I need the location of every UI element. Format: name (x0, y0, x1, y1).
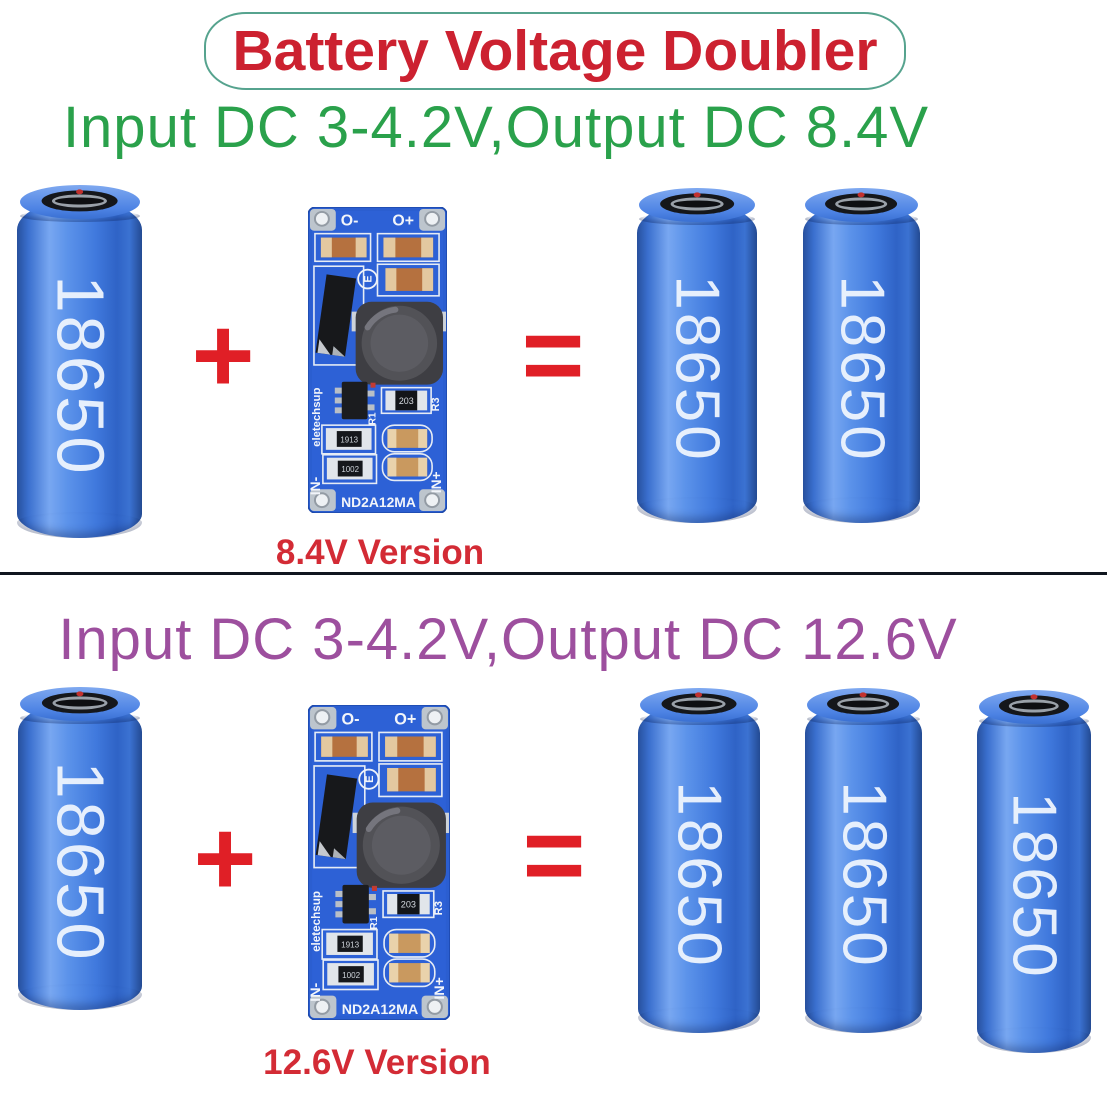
battery-illustration: 18650 (977, 690, 1091, 1053)
plus-operator: + (191, 294, 255, 415)
battery-illustration: 18650 (18, 687, 142, 1010)
battery-vent-dot (857, 192, 865, 198)
smd-capacitors (320, 237, 434, 477)
battery-vent-dot (859, 692, 867, 698)
smd-capacitors (321, 736, 436, 983)
pad-label-out-neg: O- (341, 710, 359, 728)
battery-top-cap (979, 690, 1089, 724)
pad-label-out-pos: O+ (392, 213, 414, 230)
battery-illustration: 18650 (805, 688, 922, 1033)
r3-chip-marking: 203 (401, 900, 416, 910)
battery-vent-dot (75, 189, 83, 195)
logo-mark: E (363, 275, 375, 282)
title-box: Battery Voltage Doubler (204, 12, 906, 90)
inductor (352, 802, 449, 888)
resistor-b (326, 457, 373, 480)
battery-top-cap (805, 188, 918, 222)
battery-vent-dot (693, 192, 701, 198)
voltage-doubler-module: O- O+ E (308, 705, 450, 1020)
diode (315, 774, 358, 860)
model-text: ND2A12MA (342, 1002, 418, 1018)
ref-label-r1: R1 (369, 916, 380, 929)
battery-body: 18650 (17, 200, 142, 538)
resistor-a (325, 428, 372, 450)
mount-pads (309, 208, 446, 512)
battery-label: 18650 (42, 761, 118, 963)
module-pcb: O- O+ E (308, 207, 447, 513)
resistor-b (327, 963, 374, 986)
logo-circle (357, 268, 378, 290)
battery-body: 18650 (637, 203, 757, 523)
page-title: Battery Voltage Doubler (232, 19, 878, 83)
voltage-doubler-module: O- O+ E (308, 207, 447, 513)
brand-text: eletechsup (311, 388, 323, 447)
battery-label: 18650 (999, 792, 1069, 980)
battery-illustration: 18650 (637, 188, 757, 523)
plus-operator: + (193, 797, 257, 918)
battery-illustration: 18650 (17, 185, 142, 538)
battery-body: 18650 (805, 703, 922, 1033)
resistor-b-marking: 1002 (342, 971, 361, 980)
logo-mark: E (364, 775, 376, 782)
battery-body: 18650 (638, 703, 760, 1033)
battery-label: 18650 (829, 780, 898, 969)
section1-subtitle: Input DC 3-4.2V,Output DC 8.4V (62, 95, 930, 160)
model-text: ND2A12MA (341, 494, 416, 510)
battery-label: 18650 (662, 275, 732, 464)
pad-label-out-neg: O- (341, 213, 359, 230)
chip-resistor-r3 (387, 894, 430, 915)
section-divider (0, 572, 1107, 575)
battery-vent-dot (1030, 694, 1038, 700)
r3-chip-marking: 203 (399, 396, 414, 406)
pad-label-in-pos: IN+ (428, 471, 444, 493)
pad-label-out-pos: O+ (394, 710, 416, 728)
diode (315, 274, 357, 357)
resistor-a (326, 932, 373, 955)
battery-vent-dot (695, 692, 703, 698)
regulator-ic (334, 381, 376, 420)
brand-text: eletechsup (310, 891, 323, 952)
pad-label-in-neg: IN- (308, 982, 324, 1001)
pad-label-in-neg: IN- (308, 476, 323, 495)
battery-label: 18650 (664, 780, 734, 969)
equals-operator: = (521, 294, 585, 415)
battery-top-cap (20, 687, 140, 721)
battery-body: 18650 (803, 203, 920, 523)
battery-body: 18650 (977, 705, 1091, 1053)
battery-top-cap (807, 688, 920, 722)
regulator-ic (335, 884, 377, 924)
battery-body: 18650 (18, 702, 142, 1010)
module-pcb: O- O+ E (308, 705, 450, 1020)
resistor-b-marking: 1002 (341, 465, 359, 474)
ref-label-r1: R1 (367, 412, 378, 425)
battery-vent-dot (76, 691, 84, 697)
ref-label-r3: R3 (433, 901, 445, 915)
battery-label: 18650 (827, 275, 896, 464)
section2-caption: 12.6V Version (263, 1043, 491, 1082)
inductor (351, 301, 447, 385)
battery-illustration: 18650 (638, 688, 760, 1033)
section1-caption: 8.4V Version (275, 533, 485, 572)
logo-circle (358, 768, 380, 790)
battery-illustration: 18650 (803, 188, 920, 523)
ref-label-r3: R3 (430, 397, 442, 411)
resistor-a-marking: 1913 (340, 435, 358, 444)
pad-label-in-pos: IN+ (432, 977, 448, 1000)
equals-operator: = (522, 794, 586, 915)
battery-top-cap (640, 688, 758, 722)
section2-subtitle: Input DC 3-4.2V,Output DC 12.6V (58, 607, 958, 672)
battery-top-cap (19, 185, 140, 219)
resistor-a-marking: 1913 (341, 940, 360, 949)
battery-top-cap (639, 188, 755, 222)
mount-pads (310, 707, 448, 1018)
battery-label: 18650 (42, 275, 117, 477)
chip-resistor-r3 (385, 390, 428, 411)
